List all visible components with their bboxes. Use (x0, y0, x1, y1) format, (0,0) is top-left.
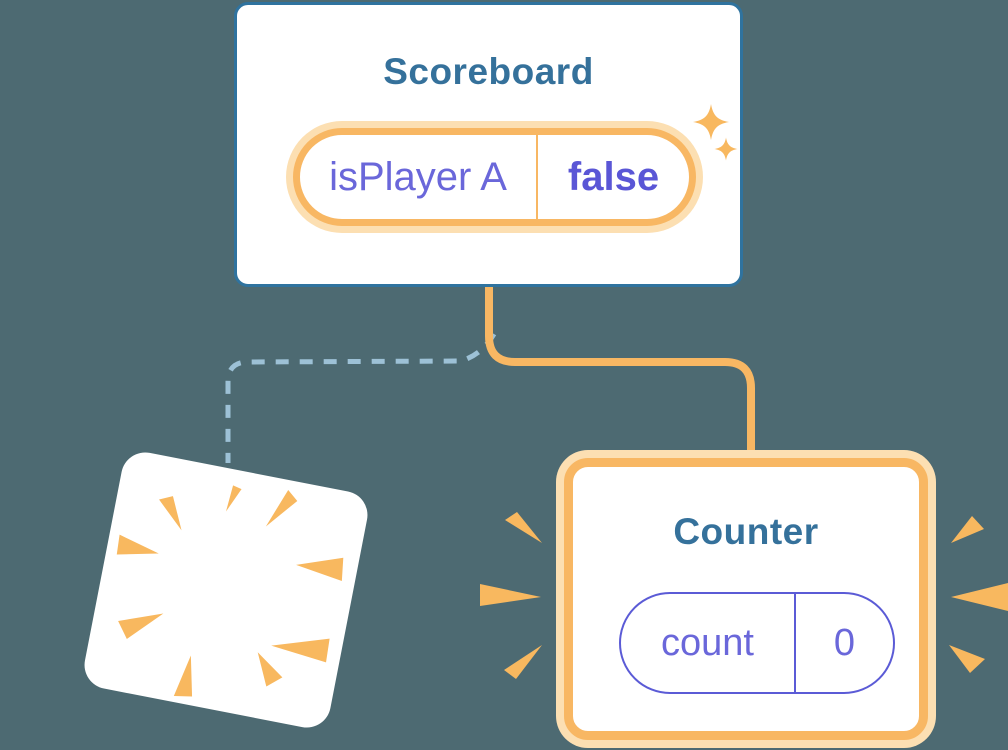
scoreboard-state-pill: isPlayer A false (293, 128, 696, 226)
state-name-label: isPlayer A (329, 154, 507, 199)
counter-title: Counter (673, 511, 819, 552)
state-value-label: 0 (833, 621, 856, 664)
state-value-label: false (567, 154, 660, 199)
poof-box (80, 448, 372, 732)
state-value: false (538, 135, 689, 219)
scoreboard-card: Scoreboard isPlayer A false (234, 2, 743, 287)
state-value: 0 (796, 594, 893, 692)
counter-card: Counter count 0 (564, 458, 928, 740)
dashed-connector-line (225, 332, 497, 463)
state-name: count (621, 594, 796, 692)
state-name-label: count (661, 621, 754, 664)
sparkle-icon (693, 104, 738, 161)
counter-state-pill: count 0 (619, 592, 895, 694)
state-name: isPlayer A (300, 135, 538, 219)
solid-connector-line (485, 286, 755, 456)
scoreboard-title: Scoreboard (383, 51, 594, 92)
starburst-icon (116, 485, 344, 697)
